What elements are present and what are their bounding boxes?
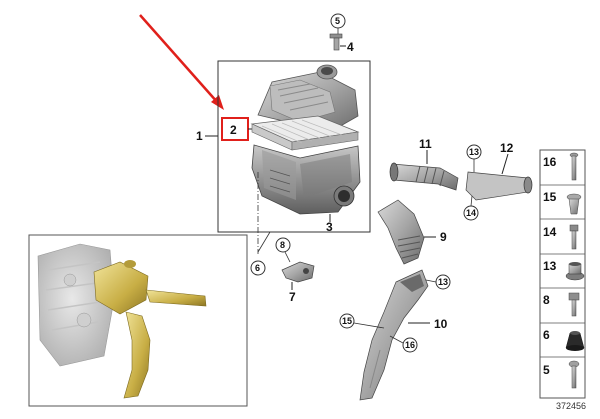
callout-11: 11	[419, 137, 432, 151]
long-screw-icon	[569, 152, 579, 181]
callout-5: 5	[335, 16, 340, 26]
legend-6-label: 6	[543, 328, 550, 342]
grommet-nut-icon	[565, 262, 585, 281]
intake-hose	[389, 162, 459, 191]
screw-icon	[568, 360, 580, 389]
expanding-rivet-icon	[566, 193, 582, 215]
callout-10: 10	[434, 317, 448, 331]
intake-pipe	[465, 171, 533, 201]
legend-14-label: 14	[543, 225, 557, 239]
hardware-legend: 16 15 14 13 8 6	[539, 149, 586, 399]
callout-3: 3	[326, 220, 333, 234]
legend-5-label: 5	[543, 363, 550, 377]
callout-9: 9	[440, 230, 447, 244]
callout-8-circle	[275, 237, 291, 253]
callout-16-circle	[402, 337, 418, 353]
legend-16-label: 16	[543, 155, 557, 169]
callout-7: 7	[289, 290, 296, 304]
bolt-icon	[568, 292, 580, 317]
callout-15-circle	[339, 313, 355, 329]
legend-13-label: 13	[543, 259, 557, 273]
callout-4: 4	[347, 40, 354, 54]
top-screw	[329, 33, 343, 51]
callout-8: 8	[280, 240, 285, 250]
callout-15: 15	[342, 316, 352, 326]
legend-15-label: 15	[543, 190, 557, 204]
bellows	[377, 199, 425, 265]
callout-6: 6	[255, 263, 260, 273]
callout-13b: 13	[438, 277, 448, 287]
part-code: 372456	[556, 401, 586, 411]
engine-inset	[28, 234, 248, 407]
stud-icon	[569, 224, 579, 250]
callout-1: 1	[196, 129, 203, 143]
air-filter-housing-lower	[251, 144, 361, 215]
legend-8-label: 8	[543, 293, 550, 307]
callout-13a: 13	[469, 147, 479, 157]
callout-2: 2	[230, 123, 237, 137]
callout-6-circle	[250, 260, 266, 276]
bracket	[281, 261, 315, 283]
air-filter-element	[250, 115, 360, 151]
callout-14: 14	[466, 208, 476, 218]
pointer-arrow	[139, 14, 224, 110]
callout-12: 12	[500, 141, 514, 155]
intake-duct	[359, 269, 429, 401]
air-filter-housing-upper	[257, 64, 359, 133]
callout-16: 16	[405, 340, 415, 350]
rubber-mount-icon	[565, 331, 585, 351]
assembly-frame	[217, 60, 371, 233]
